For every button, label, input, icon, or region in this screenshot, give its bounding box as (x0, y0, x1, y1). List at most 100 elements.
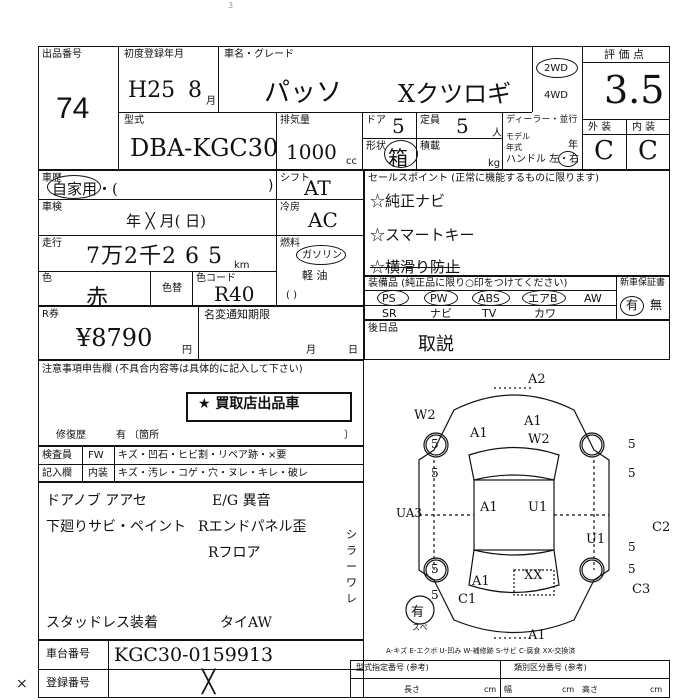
post-frame (364, 320, 670, 360)
height-unit: cm (650, 685, 663, 694)
remark-2: 下廻りサビ・ペイント (46, 519, 186, 535)
model-year-label: モデル年式 (506, 132, 530, 152)
equip-sr: SR (382, 307, 397, 320)
mark-tire-fr: 5 (628, 437, 636, 451)
chassis-value: KGC30-0159913 (114, 644, 274, 666)
mark-xx: XX (524, 568, 543, 583)
shift-label: シフト (280, 173, 310, 184)
fuel-label: 燃料 (280, 238, 300, 249)
inspector-row-2: キズ・汚レ・コゲ・穴・ヌレ・キレ・破レ (118, 468, 308, 479)
recycle-frame (38, 306, 364, 360)
remark-6: シラー ワレ (346, 528, 357, 605)
spare-sub: スペ (412, 623, 428, 632)
exterior-value: C (594, 136, 614, 166)
recycle-value: ¥8790 (76, 324, 153, 352)
mark-5-a: 5 (431, 466, 439, 480)
equip-aw: AW (584, 292, 602, 305)
length-unit: cm (484, 685, 497, 694)
inspector-in: 内装 (88, 468, 108, 479)
notice-day: 日 (348, 345, 358, 356)
mark-a1-bottom: A1 (528, 628, 546, 643)
inspector-row-1: キズ・凹石・ヒビ割・リペア跡・×要 (118, 450, 287, 461)
selling-frame (364, 170, 670, 276)
mark-a2: A2 (528, 372, 546, 387)
width-unit: cm (562, 685, 575, 694)
warranty-circle (620, 296, 644, 316)
reg-value: ╳ (202, 670, 216, 695)
mark-c1: C1 (458, 592, 477, 607)
ps-circle (377, 290, 409, 306)
remark-7: スタッドレス装着 (46, 615, 158, 631)
abs-circle (472, 290, 510, 306)
spare-label: 有 (411, 605, 425, 620)
selling-item-2: ☆スマートキー (370, 226, 475, 244)
reg-label: 登録番号 (46, 676, 90, 689)
first-reg-label: 初度登録年月 (124, 49, 184, 60)
mark-a1-top: A1 (524, 414, 542, 429)
fuel-circle (296, 245, 346, 265)
score-label: 評 価 点 (604, 48, 644, 61)
cc-unit: cc (346, 156, 357, 167)
color-value: 赤 (86, 286, 109, 311)
door-label: ドア (366, 115, 386, 126)
repair-close: 〕 (344, 430, 354, 441)
color-change-label: 色替 (162, 283, 182, 294)
shape-label: 形状 (366, 141, 386, 152)
lot-label: 出品番号 (42, 49, 82, 60)
diagram-legend: A-キズ E-エクボ U-凹み W-補修跡 S-サビ C-腐食 XX-交換済 (386, 647, 576, 655)
displacement-value: 1000 (286, 140, 337, 164)
pw-circle (424, 290, 458, 306)
repair-text: 有 〔箇所 (116, 430, 160, 441)
remark-8: タイAW (220, 615, 272, 631)
post-value: 取説 (418, 334, 454, 355)
mark-w2-center: W2 (528, 432, 550, 447)
aircon-label: 冷房 (280, 202, 300, 213)
year-value: H25 (128, 78, 176, 103)
height-label: 高さ (582, 685, 598, 694)
exterior-label: 外 装 (588, 122, 612, 133)
mark-w2-left: W2 (414, 408, 436, 423)
mileage-value: 7万2千2 6 5 (86, 244, 223, 269)
handle-circle (558, 151, 578, 167)
warranty-no: 無 (650, 298, 663, 312)
kg-unit: kg (488, 158, 501, 169)
model-value: DBA-KGC30 (130, 134, 279, 162)
drive-circle (536, 58, 578, 78)
remark-5: Rフロア (208, 545, 261, 561)
length-label: 長さ (404, 685, 420, 694)
notice-label: 名変通知期限 (204, 308, 270, 321)
warranty-label: 新車保証書 (620, 278, 666, 288)
mark-u1-center: U1 (528, 500, 548, 515)
inspection-text: 年 ╳ 月( 日) (126, 212, 207, 230)
notes-stamp: ★ 買取店出品車 (198, 396, 300, 412)
model-label: 型式 (124, 115, 144, 126)
inspector-label-1: 検査員 (42, 450, 72, 461)
equipment-frame (364, 276, 670, 320)
month-value: 8 (188, 78, 202, 103)
equip-tv: TV (482, 307, 497, 320)
car-diagram (405, 387, 610, 639)
model-year-unit: 年 (568, 140, 578, 151)
lot-number: 74 (56, 92, 90, 125)
yen-unit: 円 (182, 345, 192, 356)
equip-leather: カワ (534, 307, 556, 320)
handle-label: ハンドル 左・右 (506, 154, 580, 165)
selling-item-1: ☆純正ナビ (370, 192, 446, 210)
chassis-label: 車台番号 (46, 647, 90, 660)
class-label: 類別区分番号 (参考) (514, 663, 587, 672)
selling-title: セールスポイント (正常に機能するものに限ります) (368, 173, 599, 184)
mark-tire-rl: 5 (431, 562, 439, 576)
history-circle (47, 175, 101, 199)
mileage-label: 走行 (42, 238, 62, 249)
recycle-label: R券 (42, 309, 59, 320)
color-code-value: R40 (214, 282, 255, 306)
displacement-label: 排気量 (280, 115, 310, 126)
car-name: パッソ (264, 78, 343, 108)
notes-title: 注意事項申告欄 (不具合内容等は具体的に記入して下さい) (42, 364, 303, 375)
post-label: 後日品 (368, 323, 398, 334)
inspector-label-2: 記入欄 (42, 468, 72, 479)
mark-tire-fl: 5 (431, 437, 439, 451)
mark-a1-lower: A1 (472, 574, 490, 589)
capacity-unit: 人 (492, 128, 502, 139)
remarks-frame (38, 482, 364, 640)
